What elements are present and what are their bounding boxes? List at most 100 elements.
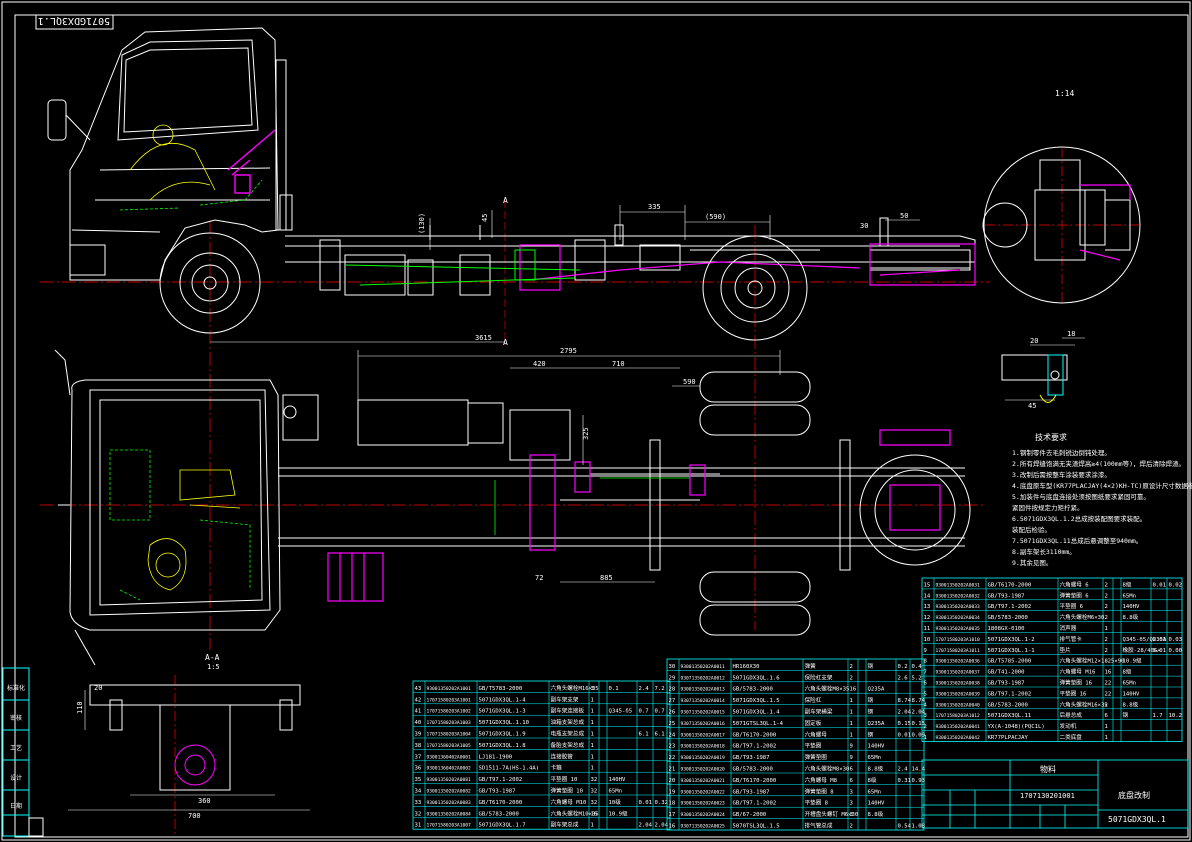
bom-cell: 2.04 — [898, 710, 912, 716]
dim-side-6: 30 — [860, 222, 868, 230]
bom-cell: 备胎支架总成 — [551, 741, 585, 749]
bom-cell: 16 — [850, 687, 857, 693]
bom-cell: 3 — [591, 686, 594, 692]
bom-cell: 1 — [850, 698, 853, 704]
bom-cell: 43 — [415, 686, 422, 692]
bom-cell: 发动机 — [1060, 722, 1077, 730]
bom-cell: 连接胶管 — [551, 752, 574, 760]
tech-line-7: 装配后检验。 — [1012, 525, 1051, 534]
bom-cell: 93001350202A0018 — [681, 744, 725, 750]
bom-cell: 弹簧垫圈 — [805, 753, 828, 761]
bom-cell: 9 — [924, 648, 927, 654]
bom-cell: 16 — [669, 824, 676, 830]
bom-cell: 6 — [850, 767, 853, 773]
dim-section-0: 360 — [198, 797, 211, 805]
bom-cell: 6 — [850, 778, 853, 784]
bom-cell: 钢 — [868, 662, 874, 670]
bom-cell: 26 — [669, 710, 676, 716]
tech-requirements: 技术要求 1.钢制零件去毛刺锐边倒钝处理。 2.所有焊缝饱满无夹渣焊高≥4(10… — [1012, 432, 1192, 567]
bom-cell: 1 — [591, 766, 594, 772]
bom-cell: 1 — [924, 735, 927, 741]
bom-cell: 5071GDX3QL.1-1 — [988, 648, 1035, 654]
bom-cell: 2.4 — [898, 767, 909, 773]
bom-cell: 1808GX-0100 — [988, 626, 1025, 632]
bom-cell: 93001350202A0082 — [427, 789, 471, 795]
strip-label-1: 审核 — [10, 714, 22, 722]
bom-cell: 93001350202A0031 — [936, 582, 980, 588]
bom-cell: 65Mn — [868, 789, 881, 795]
dim-detail-2: 45 — [1028, 402, 1036, 410]
bom-cell: 27 — [669, 698, 676, 704]
bom-cell: 0.09 — [912, 732, 925, 738]
bom-cell: 10级 — [609, 798, 622, 806]
bracket-detail — [1001, 337, 1085, 403]
bom-cell: 1 — [1105, 735, 1108, 741]
bom-cell: 5071GDX3QL.1.4 — [733, 710, 781, 716]
bom-cell: 93001350202A0033 — [936, 604, 980, 610]
bom-cell: 平垫圈 8 — [805, 799, 829, 807]
bom-cell: 93071350202A0015 — [681, 710, 725, 716]
dim-side-1: (590) — [705, 213, 726, 221]
bom-cell: 钢 — [868, 696, 874, 704]
tech-line-9: 8.副车架长3110mm。 — [1012, 547, 1076, 556]
bom-cell: 5071GDX3QL.1.5 — [733, 698, 780, 704]
tech-line-2: 3.改制后需按整车涂装要求涂漆。 — [1012, 470, 1111, 479]
bom-cell: 5071GDX3QL.1.9 — [479, 732, 526, 738]
bom-cell: 2 — [1105, 604, 1108, 610]
bom-cell: Q235A — [868, 721, 885, 727]
bom-cell: 0.03 — [1153, 637, 1166, 643]
bom-cell: 93001350202A0039 — [936, 691, 980, 697]
side-view — [40, 27, 990, 650]
rear-wheel-side — [690, 235, 820, 341]
bom-cell: 93071350202A0014 — [681, 698, 725, 704]
bom-cell: 2 — [1105, 593, 1108, 599]
tech-line-3: 4.底盘原车型(KR77PLACJAY(4×2)KH-TC)原设计尺寸数据参考。 — [1012, 481, 1192, 490]
bom-cell: LJ181-1900 — [479, 754, 513, 760]
bom-cell: 2 — [1105, 702, 1108, 708]
bom-cell: 0.7 — [655, 709, 665, 715]
detail-view-circle — [982, 146, 1141, 304]
bom-cell: GB/T6170-2000 — [988, 582, 1032, 588]
bom-cell: GB/T97.1-2002 — [733, 744, 777, 750]
bom-cell: 弹簧垫圈 6 — [1060, 591, 1089, 599]
title-company: 物料 — [1040, 764, 1056, 774]
bom-cell: 2 — [1105, 648, 1108, 654]
dim-side-5: 3615 — [475, 334, 492, 342]
bom-cell: 钢 — [868, 730, 874, 738]
bom-cell: 93001350202A0011 — [681, 664, 725, 670]
strip-label-2: 工艺 — [10, 744, 22, 752]
bom-cell: 弹簧 — [805, 662, 817, 670]
bom-cell: 3 — [850, 801, 853, 807]
bom-cell: 六角头螺栓M16×35 — [551, 684, 599, 692]
section-label: A-A — [205, 653, 220, 662]
bom-cell: 93001350202A0023 — [681, 801, 725, 807]
title-name: 底盘改制 — [1118, 790, 1150, 800]
bom-cell: 6.1 — [655, 732, 665, 738]
section-scale: 1:5 — [207, 663, 220, 671]
bom-cell: 17071580203A1004 — [427, 732, 471, 738]
bom-cell: 25 — [669, 721, 676, 727]
dim-section-1: 700 — [188, 812, 201, 820]
bom-cell: 1 — [1105, 626, 1108, 632]
bom-cell: 4 — [924, 702, 928, 708]
bom-cell: 14.4 — [912, 767, 926, 773]
stamp-code: 5071GDX3QL.1 — [38, 15, 110, 26]
chassis-frame-top — [278, 371, 965, 636]
bom-cell: 5071GDX3QL.1-4 — [479, 697, 527, 703]
bom-frame — [921, 577, 1183, 742]
bom-cell: 固定板 — [805, 719, 822, 727]
bom-cell: 1 — [850, 732, 853, 738]
dim-top-0: 2795 — [560, 347, 577, 355]
bom-cell: 10.2 — [1169, 713, 1182, 719]
bom-cell: 六角头螺栓M16×35 — [1060, 700, 1108, 708]
bom-cell: 六角头螺栓M10×35 — [551, 809, 599, 817]
bom-cell: 钢 — [868, 708, 874, 716]
bom-cell: 2.4 — [639, 686, 650, 692]
bom-cell: 1.08 — [912, 824, 926, 830]
bom-cell: 1 — [591, 732, 594, 738]
bom-cell: 22 — [669, 755, 676, 761]
bom-cell: 排气管卡 — [1060, 635, 1083, 643]
bom-cell: 5071GDX3QL.1.7 — [479, 823, 526, 829]
bom-cell: 8.8级 — [868, 765, 884, 773]
bom-cell: 93001350202A0036 — [936, 659, 980, 665]
